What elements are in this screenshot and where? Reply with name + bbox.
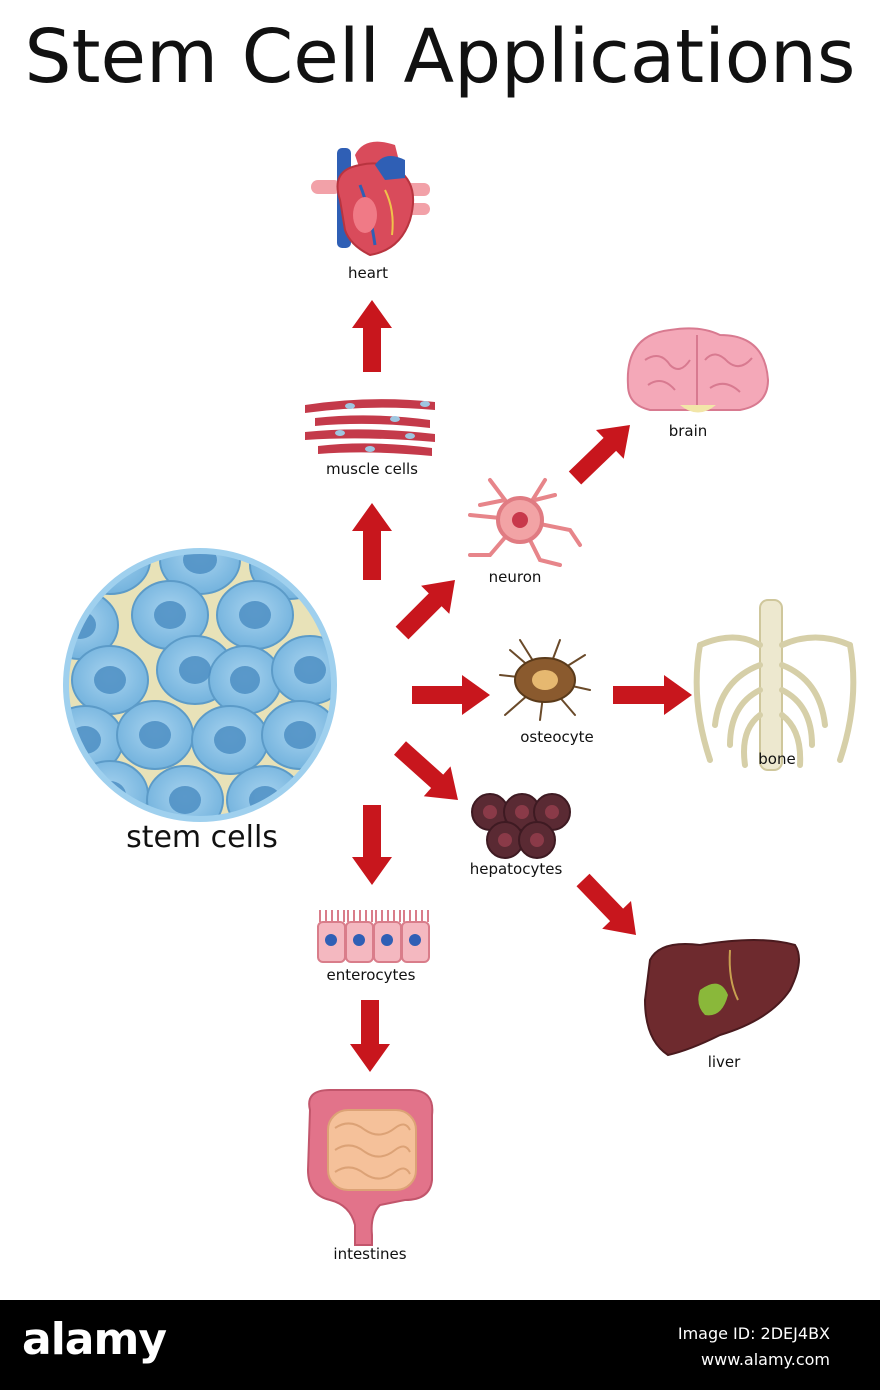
hepatocytes-icon — [471, 793, 571, 859]
arrow-hepatocytes-to-liver — [576, 873, 636, 935]
arrow-neuron-to-brain — [568, 425, 630, 485]
muscle-cells-icon — [305, 399, 435, 456]
arrow-stem-to-neuron — [395, 580, 455, 640]
brain-icon — [626, 327, 770, 413]
arrow-osteocyte-to-bone — [613, 675, 692, 715]
arrow-stem-to-osteocyte — [412, 675, 490, 715]
arrow-stem-to-enterocytes — [352, 805, 392, 885]
liver-icon — [643, 939, 800, 1057]
neuron-icon — [468, 478, 582, 567]
arrow-muscle-to-heart — [352, 300, 392, 372]
label-muscle-cells: muscle cells — [326, 460, 418, 478]
image-id: Image ID: 2DEJ4BX — [677, 1324, 830, 1343]
stem-cells-icon — [63, 548, 337, 822]
intestines-icon — [306, 1089, 434, 1246]
arrow-stem-to-hepatocytes — [394, 741, 458, 800]
label-hepatocytes: hepatocytes — [469, 860, 563, 878]
site-url: www.alamy.com — [701, 1350, 830, 1369]
arrow-enterocytes-to-intestines — [350, 1000, 390, 1072]
label-intestines: intestines — [333, 1245, 407, 1263]
label-brain: brain — [668, 422, 708, 440]
heart-icon — [311, 141, 430, 257]
label-neuron: neuron — [488, 568, 542, 586]
label-bone: bone — [758, 750, 796, 768]
watermark-footer: alamy Image ID: 2DEJ4BX www.alamy.com — [0, 1300, 880, 1390]
label-liver: liver — [707, 1053, 741, 1071]
alamy-logo: alamy — [22, 1314, 167, 1365]
label-osteocyte: osteocyte — [520, 728, 594, 746]
arrow-stem-to-muscle — [352, 503, 392, 580]
label-heart: heart — [348, 264, 388, 282]
page-title: Stem Cell Applications — [24, 14, 856, 100]
label-enterocytes: enterocytes — [326, 966, 416, 984]
osteocyte-icon — [499, 639, 591, 721]
diagram-canvas — [63, 141, 857, 1246]
label-stem-cells: stem cells — [126, 820, 278, 855]
enterocytes-icon — [317, 910, 430, 963]
bone-icon — [693, 599, 857, 771]
